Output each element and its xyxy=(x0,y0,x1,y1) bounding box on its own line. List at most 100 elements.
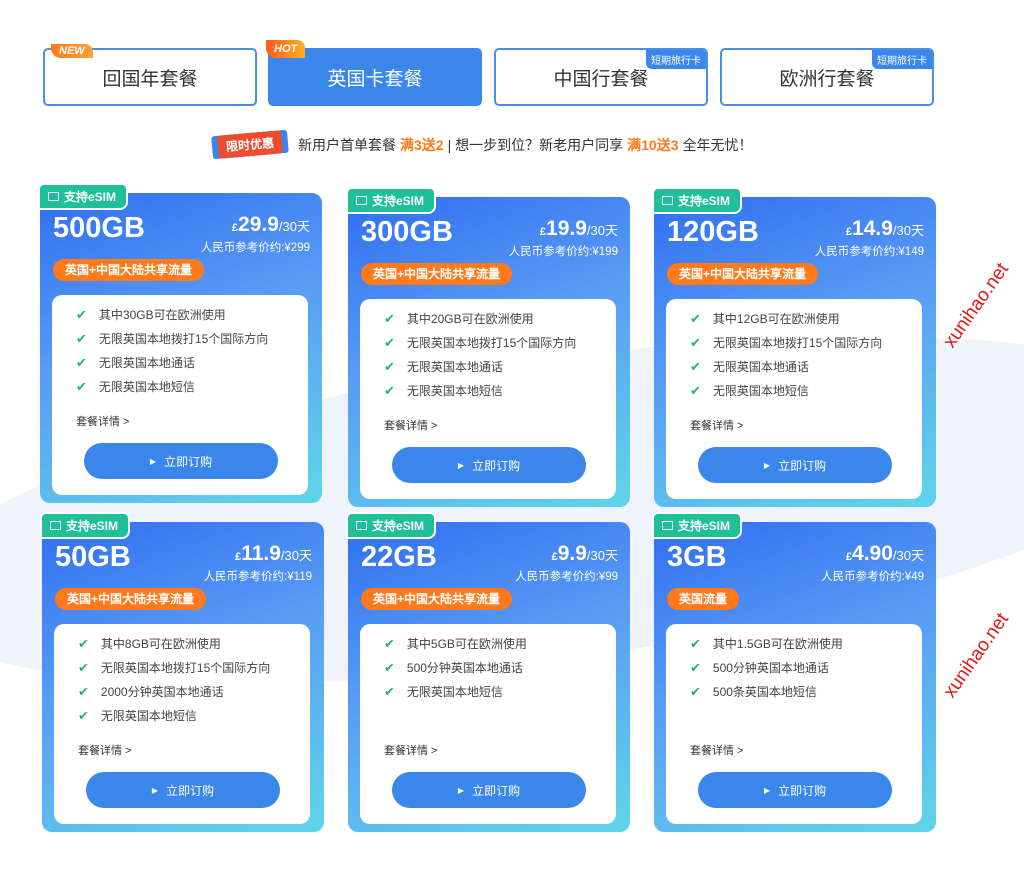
feature-text: 500条英国本地短信 xyxy=(712,685,817,699)
price-amount: 9.9 xyxy=(557,542,587,565)
check-icon: ✔ xyxy=(690,684,701,699)
feature-item: ✔ 其中20GB可在欧洲使用 xyxy=(384,311,534,327)
esim-label: 支持eSIM xyxy=(372,519,425,533)
check-icon: ✔ xyxy=(690,383,701,398)
price-amount: 4.90 xyxy=(852,542,893,565)
plan-details-link[interactable]: 套餐详情 > xyxy=(76,416,130,428)
buy-button[interactable]: ▶立即订购 xyxy=(392,447,586,483)
esim-label: 支持eSIM xyxy=(678,519,731,533)
feature-text: 其中20GB可在欧洲使用 xyxy=(406,312,534,326)
esim-label: 支持eSIM xyxy=(64,190,117,204)
sim-chip-icon xyxy=(662,521,673,530)
feature-item: ✔ 无限英国本地拨打15个国际方向 xyxy=(78,660,270,676)
check-icon: ✔ xyxy=(78,660,89,675)
check-icon: ✔ xyxy=(78,684,89,699)
buy-button[interactable]: ▶立即订购 xyxy=(392,772,586,808)
tab-2[interactable]: 中国行套餐短期旅行卡 xyxy=(494,48,708,106)
price: £9.9/30天 xyxy=(552,542,618,569)
short-trip-tag: 短期旅行卡 xyxy=(646,50,706,69)
currency: £ xyxy=(231,222,239,234)
check-icon: ✔ xyxy=(76,355,87,370)
feature-item: ✔无限英国本地通话 xyxy=(384,359,503,375)
feature-text: 无限英国本地拨打15个国际方向 xyxy=(100,661,271,675)
feature-text: 其中30GB可在欧洲使用 xyxy=(98,308,226,322)
check-icon: ✔ xyxy=(384,684,395,699)
check-icon: ✔ xyxy=(690,311,701,326)
feature-item: ✔ 无限英国本地拨打15个国际方向 xyxy=(384,335,576,351)
esim-badge: 支持eSIM xyxy=(652,512,743,539)
feature-text: 无限英国本地短信 xyxy=(406,384,503,398)
tab-3[interactable]: 欧洲行套餐短期旅行卡 xyxy=(720,48,934,106)
feature-text: 500分钟英国本地通话 xyxy=(406,661,523,675)
price-amount: 14.9 xyxy=(852,217,893,240)
feature-panel: ✔其中8GB可在欧洲使用✔无限英国本地拨打15个国际方向✔2000分钟英国本地通… xyxy=(54,624,310,824)
data-amount: 22GB xyxy=(361,541,437,573)
feature-item: ✔无限英国本地通话 xyxy=(76,355,195,371)
check-icon: ✔ xyxy=(690,335,701,350)
plan-details-link[interactable]: 套餐详情 > xyxy=(690,420,744,432)
price-period: /30天 xyxy=(586,548,618,563)
sim-chip-icon xyxy=(662,196,673,205)
data-amount: 500GB xyxy=(53,212,145,244)
feature-item: ✔其中1.5GB可在欧洲使用 xyxy=(690,636,843,652)
buy-button[interactable]: ▶立即订购 xyxy=(698,447,892,483)
esim-badge: 支持eSIM xyxy=(346,187,437,214)
check-icon: ✔ xyxy=(384,335,395,350)
plan-details-link[interactable]: 套餐详情 > xyxy=(690,745,744,757)
plan-details-link[interactable]: 套餐详情 > xyxy=(384,745,438,757)
tab-label: 回国年套餐 xyxy=(102,68,198,90)
buy-label: 立即订购 xyxy=(778,783,827,798)
data-amount: 50GB xyxy=(55,541,131,573)
sim-chip-icon xyxy=(50,521,61,530)
esim-label: 支持eSIM xyxy=(678,194,731,208)
price-period: /30天 xyxy=(280,548,312,563)
check-icon: ✔ xyxy=(384,311,395,326)
check-icon: ✔ xyxy=(384,383,395,398)
data-share-tag: 英国+中国大陆共享流量 xyxy=(667,263,819,285)
price-period: /30天 xyxy=(892,548,924,563)
plan-details-link[interactable]: 套餐详情 > xyxy=(384,420,438,432)
feature-text: 其中5GB可在欧洲使用 xyxy=(406,637,527,651)
rmb-reference-price: 人民币参考价约:¥199 xyxy=(508,246,618,258)
currency: £ xyxy=(551,551,558,563)
check-icon: ✔ xyxy=(76,331,87,346)
buy-button[interactable]: ▶立即订购 xyxy=(86,772,280,808)
promo-banner: 限时优惠 新用户首单套餐 满3送2 | 想一步到位？新老用户同享 满10送3 全… xyxy=(217,130,752,159)
feature-text: 无限英国本地拨打15个国际方向 xyxy=(406,336,577,350)
currency: £ xyxy=(539,226,547,238)
promo-highlight: 满10送3 xyxy=(627,136,679,153)
buy-button[interactable]: ▶立即订购 xyxy=(698,772,892,808)
feature-item: ✔其中5GB可在欧洲使用 xyxy=(384,636,527,652)
currency: £ xyxy=(235,551,242,563)
play-icon: ▶ xyxy=(149,456,157,466)
data-share-tag: 英国+中国大陆共享流量 xyxy=(53,259,205,281)
check-icon: ✔ xyxy=(384,359,395,374)
feature-item: ✔ 无限英国本地短信 xyxy=(384,383,503,399)
promo-highlight: 满3送2 xyxy=(400,136,444,153)
data-share-tag: 英国+中国大陆共享流量 xyxy=(361,588,513,610)
check-icon: ✔ xyxy=(690,359,701,374)
rmb-reference-price: 人民币参考价约:¥119 xyxy=(203,571,312,583)
price: £11.9/30天 xyxy=(235,542,312,569)
check-icon: ✔ xyxy=(76,379,87,394)
check-icon: ✔ xyxy=(76,307,87,322)
plan-details-link[interactable]: 套餐详情 > xyxy=(78,745,132,757)
rmb-reference-price: 人民币参考价约:¥49 xyxy=(821,571,924,583)
esim-badge: 支持eSIM xyxy=(652,187,743,214)
data-share-tag: 英国+中国大陆共享流量 xyxy=(55,588,207,610)
feature-item: ✔ 500条英国本地短信 xyxy=(690,684,817,700)
buy-button[interactable]: ▶立即订购 xyxy=(84,443,278,479)
feature-item: ✔无限英国本地拨打15个国际方向 xyxy=(690,335,882,351)
feature-text: 无限英国本地短信 xyxy=(406,685,503,699)
data-amount: 120GB xyxy=(667,216,759,248)
data-amount: 300GB xyxy=(361,216,453,248)
buy-label: 立即订购 xyxy=(166,783,215,798)
price-amount: 19.9 xyxy=(546,217,587,240)
esim-label: 支持eSIM xyxy=(372,194,425,208)
